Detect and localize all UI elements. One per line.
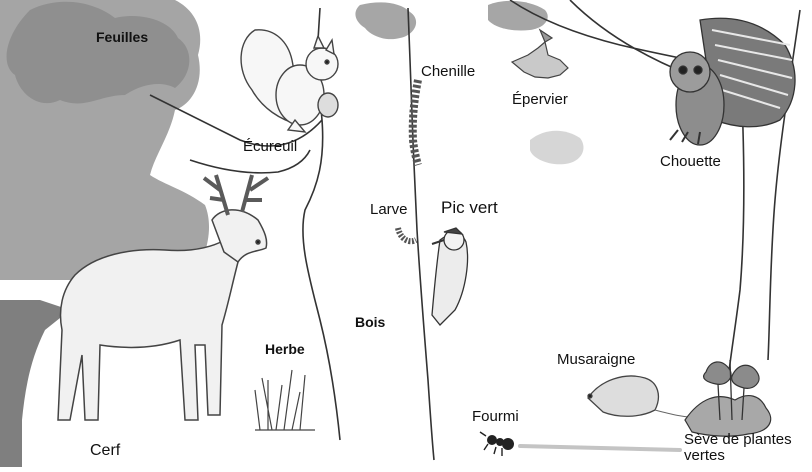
label-feuilles: Feuilles [96, 30, 148, 45]
label-larve: Larve [370, 202, 408, 218]
grass-icon [255, 370, 315, 430]
label-seve: Sève de plantes vertes [684, 432, 812, 464]
shrew-icon [588, 376, 705, 418]
caterpillar-icon [413, 80, 418, 165]
sparrowhawk-icon [512, 30, 568, 78]
larva-icon [398, 228, 416, 241]
label-musaraigne: Musaraigne [557, 352, 635, 368]
label-ecureuil: Écureuil [243, 139, 297, 155]
label-pic-vert: Pic vert [441, 199, 498, 217]
owl-icon [670, 18, 795, 145]
label-chouette: Chouette [660, 154, 721, 170]
label-herbe: Herbe [265, 342, 305, 357]
ant-icon [480, 432, 514, 456]
label-epervier: Épervier [512, 92, 568, 108]
woodpecker-icon [432, 228, 468, 325]
label-bois: Bois [355, 315, 385, 330]
label-fourmi: Fourmi [472, 409, 519, 425]
label-cerf: Cerf [90, 443, 120, 460]
label-chenille: Chenille [421, 64, 475, 80]
ground-line [520, 446, 680, 450]
plant-icon [685, 360, 771, 436]
squirrel-icon [241, 30, 338, 132]
